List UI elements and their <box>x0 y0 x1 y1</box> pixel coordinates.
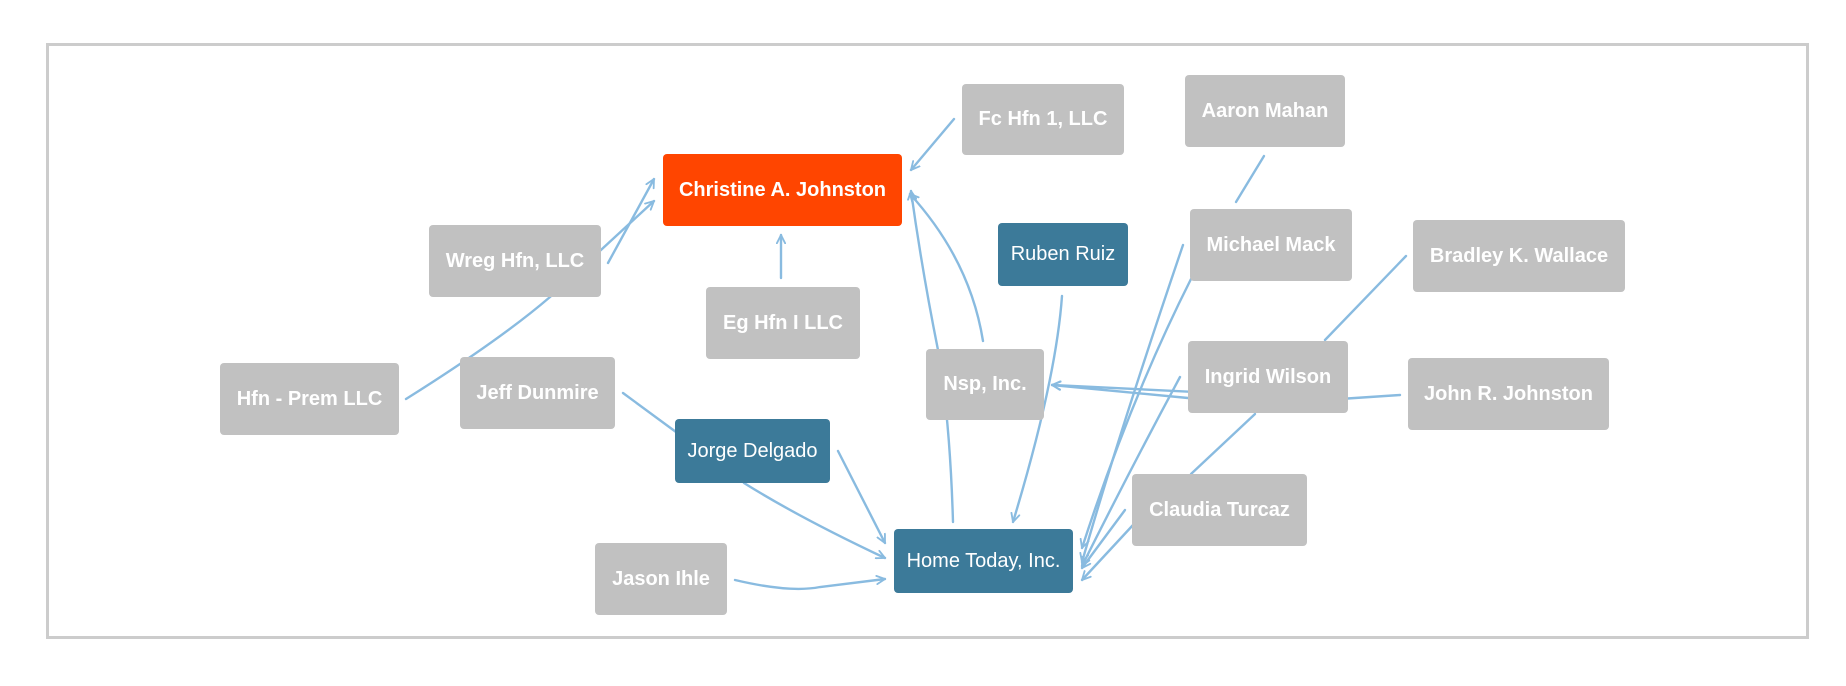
node-bradley-k-wallace[interactable]: Bradley K. Wallace <box>1413 220 1625 292</box>
node-ruben-ruiz[interactable]: Ruben Ruiz <box>998 223 1128 286</box>
node-john-r-johnston[interactable]: John R. Johnston <box>1408 358 1609 430</box>
node-jason-ihle[interactable]: Jason Ihle <box>595 543 727 615</box>
node-claudia-turcaz[interactable]: Claudia Turcaz <box>1132 474 1307 546</box>
node-michael-mack[interactable]: Michael Mack <box>1190 209 1352 281</box>
node-ingrid-wilson[interactable]: Ingrid Wilson <box>1188 341 1348 413</box>
node-home-today-inc[interactable]: Home Today, Inc. <box>894 529 1073 593</box>
node-christine-a-johnston[interactable]: Christine A. Johnston <box>663 154 902 226</box>
node-jorge-delgado[interactable]: Jorge Delgado <box>675 419 830 483</box>
node-fc-hfn-1-llc[interactable]: Fc Hfn 1, LLC <box>962 84 1124 155</box>
node-eg-hfn-i-llc[interactable]: Eg Hfn I LLC <box>706 287 860 359</box>
node-nsp-inc[interactable]: Nsp, Inc. <box>926 349 1044 420</box>
node-wreg-hfn-llc[interactable]: Wreg Hfn, LLC <box>429 225 601 297</box>
node-hfn-prem-llc[interactable]: Hfn - Prem LLC <box>220 363 399 435</box>
node-aaron-mahan[interactable]: Aaron Mahan <box>1185 75 1345 147</box>
node-jeff-dunmire[interactable]: Jeff Dunmire <box>460 357 615 429</box>
